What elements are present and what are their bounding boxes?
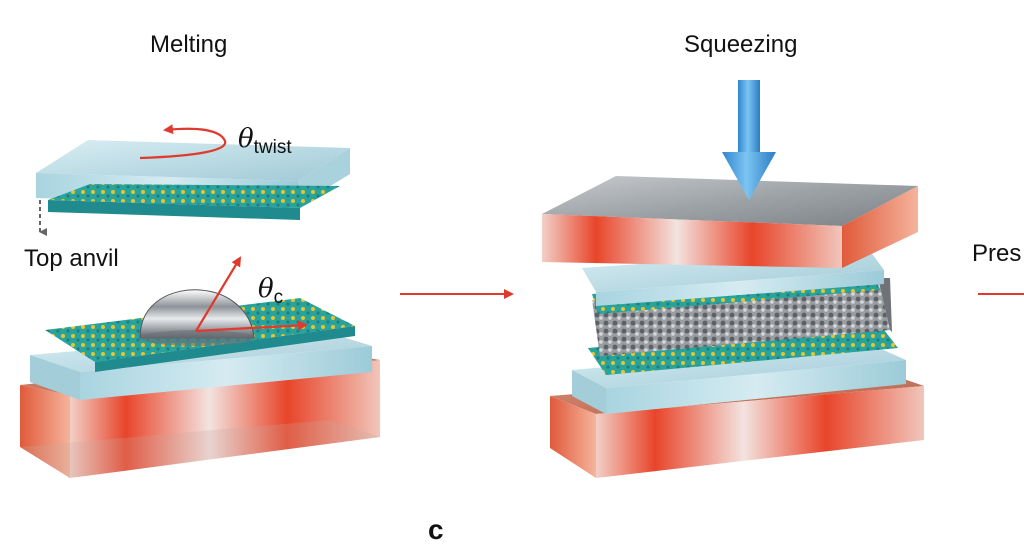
melting-panel [20, 124, 380, 478]
squeeze-bottom-anvil [572, 344, 906, 414]
theta-c-label: θc [258, 274, 283, 308]
contact-angle-arrows [195, 256, 308, 333]
theta-twist-label: θtwist [238, 124, 292, 158]
top-anvil-label: Top anvil [24, 245, 119, 272]
theta-twist-symbol: θ [238, 124, 254, 154]
melting-title: Melting [150, 31, 228, 58]
top-molecular-layer [48, 184, 340, 220]
press-arrow-icon [722, 80, 776, 200]
squeezing-panel [542, 80, 924, 478]
squeeze-top-heater [542, 176, 918, 268]
squeezing-title: Squeezing [684, 31, 798, 58]
theta-c-symbol: θ [258, 274, 274, 304]
panel-letter-c: c [428, 514, 444, 545]
melt-droplet [139, 289, 255, 346]
next-panel-title-partial: Pres [972, 240, 1022, 267]
twist-arrow [139, 124, 227, 160]
theta-twist-subscript: twist [253, 137, 292, 158]
theta-c-subscript: c [273, 287, 284, 308]
